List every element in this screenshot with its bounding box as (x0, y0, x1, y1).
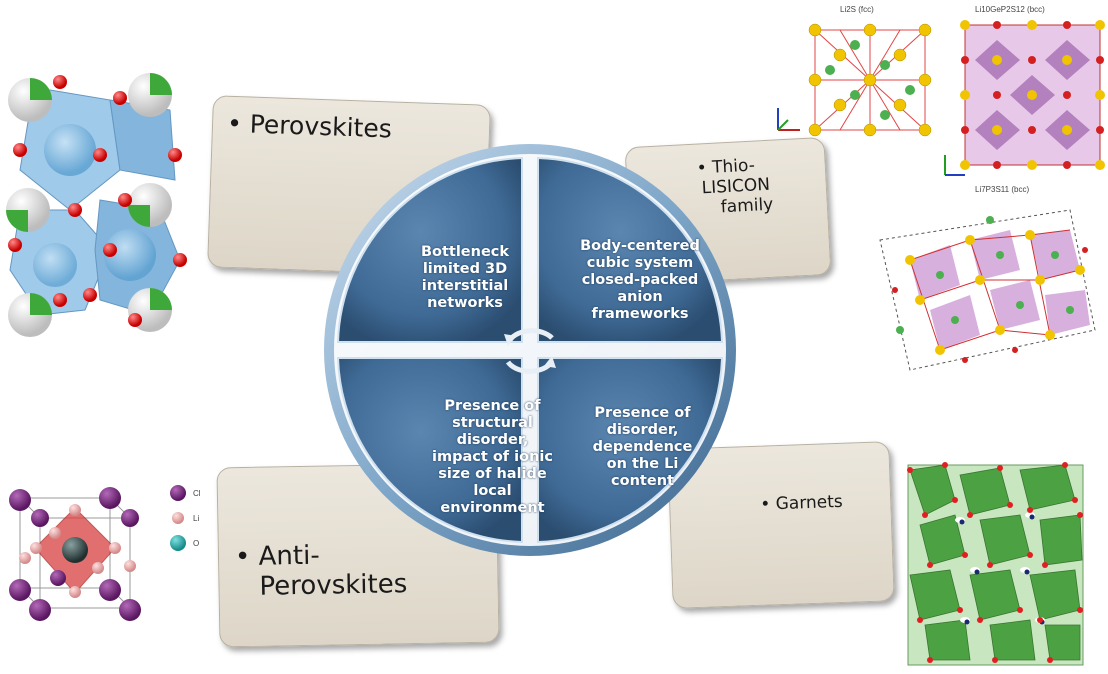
cycle-arrow-heads (504, 334, 556, 368)
legend-li-label: Li (193, 514, 199, 523)
anti-perovskite-structure: Cl Li O (9, 485, 201, 621)
li2s-fcc-structure: Li2S (fcc) (777, 5, 932, 137)
perovskite-structure (6, 73, 187, 337)
oxygen-atoms (8, 75, 187, 327)
legend-cl-label: Cl (193, 489, 201, 498)
garnets-label: Garnets (775, 491, 844, 515)
li7p3s11-structure (879, 209, 1096, 371)
quadrant-bottom-right-text: Presence of disorder, dependence on the … (592, 405, 693, 489)
perovskites-label: Perovskites (249, 109, 393, 144)
legend-o-label: O (193, 539, 199, 548)
quadrant-top-left (336, 156, 523, 343)
axes-icon (944, 155, 965, 176)
bullet: • (234, 541, 251, 573)
li7p3s11-label: Li7P3S11 (bcc) (975, 185, 1029, 194)
anti-label-line-1: Anti- (258, 540, 320, 572)
element-legend: Cl Li O (170, 485, 201, 551)
central-disk (324, 144, 736, 556)
bullet: • (759, 494, 771, 515)
axes-icon (777, 108, 800, 131)
anti-label-line-2: Perovskites (259, 569, 408, 602)
quadrant-bottom-left (336, 357, 523, 544)
quadrant-top-right (537, 156, 724, 343)
quadrant-bottom-right (537, 357, 724, 544)
quadrant-top-right-text: Body-centered cubic system closed-packed… (580, 238, 700, 322)
quadrant-top-left-text: Bottleneck limited 3D interstitial netwo… (420, 244, 510, 311)
garnet-structure (907, 462, 1084, 666)
quadrant-bottom-left-text: Presence of structural disorder, impact … (432, 398, 553, 516)
li2s-label: Li2S (fcc) (840, 5, 874, 14)
bullet: • (226, 108, 243, 139)
lgps-label: Li10GeP2S12 (bcc) (975, 5, 1045, 14)
lgps-bcc-structure: Li10GeP2S12 (bcc) Li7P3S11 (bcc) (944, 5, 1105, 194)
